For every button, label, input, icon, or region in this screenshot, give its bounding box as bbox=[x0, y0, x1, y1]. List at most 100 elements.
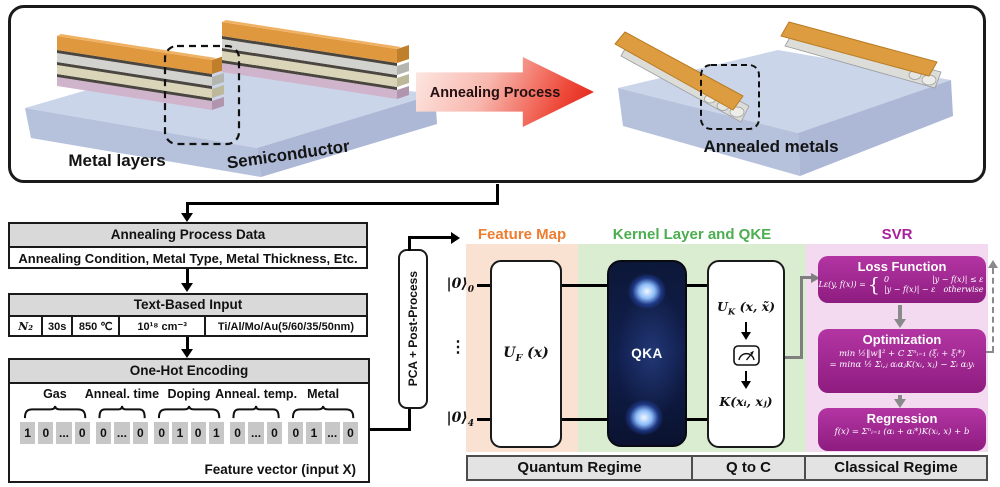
connector-box2-box3 bbox=[186, 337, 189, 350]
one-hot-group-anneal-time: Anneal. time 0 ... 0 bbox=[85, 387, 159, 444]
input-cell-temperature: 850 ℃ bbox=[71, 317, 118, 337]
connector-pca-out-v bbox=[408, 236, 411, 251]
onehot-cell: 1 bbox=[172, 422, 188, 444]
connector-into-box1 bbox=[186, 202, 189, 215]
one-hot-encoding-header: One-Hot Encoding bbox=[10, 360, 368, 384]
annealed-strip-left bbox=[614, 31, 750, 123]
ket-symbol: |0⟩ bbox=[446, 276, 468, 292]
group-cells: 0 ... 0 bbox=[229, 422, 283, 444]
onehot-cell: 0 bbox=[342, 422, 359, 444]
annealing-process-data-header: Annealing Process Data bbox=[10, 224, 366, 248]
connector-onehot-pca-h bbox=[370, 428, 411, 431]
one-hot-groups: Gas 1 0 ... 0 Anneal. time 0 ... 0 bbox=[10, 384, 368, 444]
onehot-cell: ... bbox=[114, 422, 130, 444]
loss-cond-1: |y − f(x)| ≤ ε bbox=[931, 275, 984, 284]
cases-brace: { bbox=[867, 273, 880, 296]
regression-box: Regression f(x) = Σⁿᵢ₌₁ (αᵢ + αᵢ*)K(xᵢ, … bbox=[818, 408, 986, 451]
qubit-wire-bottom bbox=[477, 418, 709, 421]
onehot-cell: ... bbox=[56, 422, 72, 444]
optimization-formula: min ½‖w‖² + C Σⁿᵢ₌₁ (ξᵢ + ξᵢ*) = minα ½ … bbox=[818, 347, 986, 370]
onehot-cell: 1 bbox=[208, 422, 224, 444]
quantum-regime-bar: Quantum Regime bbox=[466, 455, 693, 481]
onehot-cell: 1 bbox=[20, 422, 36, 444]
group-label: Anneal. time bbox=[84, 387, 160, 401]
optimization-line-2: = minα ½ Σᵢ,ⱼ αᵢαⱼK(xᵢ, xⱼ) − Σᵢ αᵢyᵢ bbox=[829, 359, 975, 370]
annealed-metals-illustration: Annealed metals bbox=[614, 21, 953, 176]
overbrace bbox=[157, 405, 221, 419]
annealing-process-data-row: Annealing Condition, Metal Type, Metal T… bbox=[18, 251, 358, 266]
arrowhead-k-out bbox=[811, 272, 820, 283]
svr-title: SVR bbox=[881, 226, 913, 243]
optimization-line-1: min ½‖w‖² + C Σⁿᵢ₌₁ (ξᵢ + ξᵢ*) bbox=[838, 349, 966, 359]
annealing-process-data-box: Annealing Process Data Annealing Conditi… bbox=[8, 222, 368, 269]
loss-cond-2: otherwise bbox=[943, 285, 984, 294]
svr-arrow-2-head bbox=[894, 399, 906, 408]
group-cells: 0 1 ... 0 bbox=[288, 422, 359, 444]
overbrace bbox=[23, 405, 87, 419]
loss-function-box: Loss Function Lε(y, f(x)) = { 0|y − f(x)… bbox=[818, 256, 986, 303]
measurement-gauge-icon bbox=[732, 345, 760, 367]
loss-case-2: |y − f(x)| − ε bbox=[883, 285, 936, 294]
qubit-label-0: |0⟩0 bbox=[434, 276, 475, 295]
optimization-box: Optimization min ½‖w‖² + C Σⁿᵢ₌₁ (ξᵢ + ξ… bbox=[818, 329, 986, 393]
onehot-cell: ... bbox=[324, 422, 340, 444]
ket-subscript: 4 bbox=[467, 418, 474, 429]
group-label: Metal bbox=[307, 387, 340, 401]
feature-vector-caption: Feature vector (input X) bbox=[204, 462, 356, 477]
svr-arrow-1-shaft bbox=[898, 305, 902, 320]
feedback-dash-h bbox=[986, 351, 994, 353]
qke-measure-box: UK (x, x̃) K(xᵢ, xⱼ) bbox=[707, 260, 785, 448]
metal-layers-label: Metal layers bbox=[68, 151, 165, 170]
one-hot-group-metal: Metal 0 1 ... 0 bbox=[288, 387, 359, 444]
feedback-arrowhead bbox=[988, 260, 998, 268]
pca-post-process-label: PCA + Post-Process bbox=[406, 271, 420, 387]
connector-onehot-pca-v bbox=[408, 407, 411, 431]
uf-gate-label: UF (x) bbox=[503, 345, 548, 364]
down-arrow-1 bbox=[741, 322, 751, 341]
regression-title: Regression bbox=[866, 411, 938, 426]
uk-argument: (x, x̃) bbox=[739, 298, 776, 314]
text-based-input-header: Text-Based Input bbox=[10, 295, 366, 317]
process-illustration-panel: Metal layers Semiconductor bbox=[8, 5, 986, 183]
group-cells: 0 ... 0 bbox=[95, 422, 149, 444]
feature-map-gate: UF (x) bbox=[490, 260, 562, 448]
connector-k-out-h2 bbox=[800, 276, 812, 279]
input-cell-gas: N₂ bbox=[18, 320, 34, 333]
group-cells: 0 1 0 1 bbox=[154, 422, 224, 444]
connector-top-across bbox=[186, 202, 499, 205]
annealed-strip-right bbox=[780, 21, 942, 89]
uf-argument: (x) bbox=[527, 344, 549, 361]
onehot-cell: 1 bbox=[306, 422, 322, 444]
group-label: Anneal. temp. bbox=[215, 387, 298, 401]
overbrace bbox=[291, 405, 355, 419]
onehot-cell: 0 bbox=[266, 422, 283, 444]
metal-stack-left bbox=[57, 34, 224, 110]
annealed-metals-highlight-box bbox=[700, 64, 760, 130]
qubit-ellipsis: ⋮ bbox=[450, 339, 466, 356]
arrowhead-pca-out bbox=[451, 231, 460, 244]
qubit-label-4: |0⟩4 bbox=[434, 410, 475, 429]
one-hot-encoding-box: One-Hot Encoding Gas 1 0 ... 0 Anneal. t… bbox=[8, 358, 370, 483]
ket-subscript: 0 bbox=[467, 284, 474, 295]
loss-function-formula: Lε(y, f(x)) = { 0 |y − f(x)| ≤ ε |y − f(x… bbox=[818, 274, 986, 295]
onehot-cell: 0 bbox=[132, 422, 149, 444]
svr-arrow-2-shaft bbox=[898, 395, 902, 401]
one-hot-group-gas: Gas 1 0 ... 0 bbox=[20, 387, 90, 444]
kernel-output-label: K(xᵢ, xⱼ) bbox=[719, 394, 773, 410]
arrowhead-into-box1 bbox=[181, 213, 193, 222]
onehot-cell: 0 bbox=[154, 422, 170, 444]
loss-case-1: 0 bbox=[883, 275, 890, 284]
overbrace bbox=[232, 405, 280, 419]
input-cell-doping: 10¹⁸ cm⁻³ bbox=[118, 317, 204, 337]
onehot-cell: 0 bbox=[288, 422, 304, 444]
one-hot-group-anneal-temp: Anneal. temp. 0 ... 0 bbox=[215, 387, 297, 444]
one-hot-group-doping: Doping 0 1 0 1 bbox=[154, 387, 224, 444]
group-label: Gas bbox=[43, 387, 67, 401]
onehot-cell: 0 bbox=[190, 422, 206, 444]
optimization-title: Optimization bbox=[862, 332, 942, 347]
input-cell-time: 30s bbox=[41, 317, 71, 337]
uk-symbol: U bbox=[716, 298, 728, 314]
loss-lhs: Lε(y, f(x)) = bbox=[818, 280, 866, 289]
ket-symbol: |0⟩ bbox=[446, 410, 468, 426]
